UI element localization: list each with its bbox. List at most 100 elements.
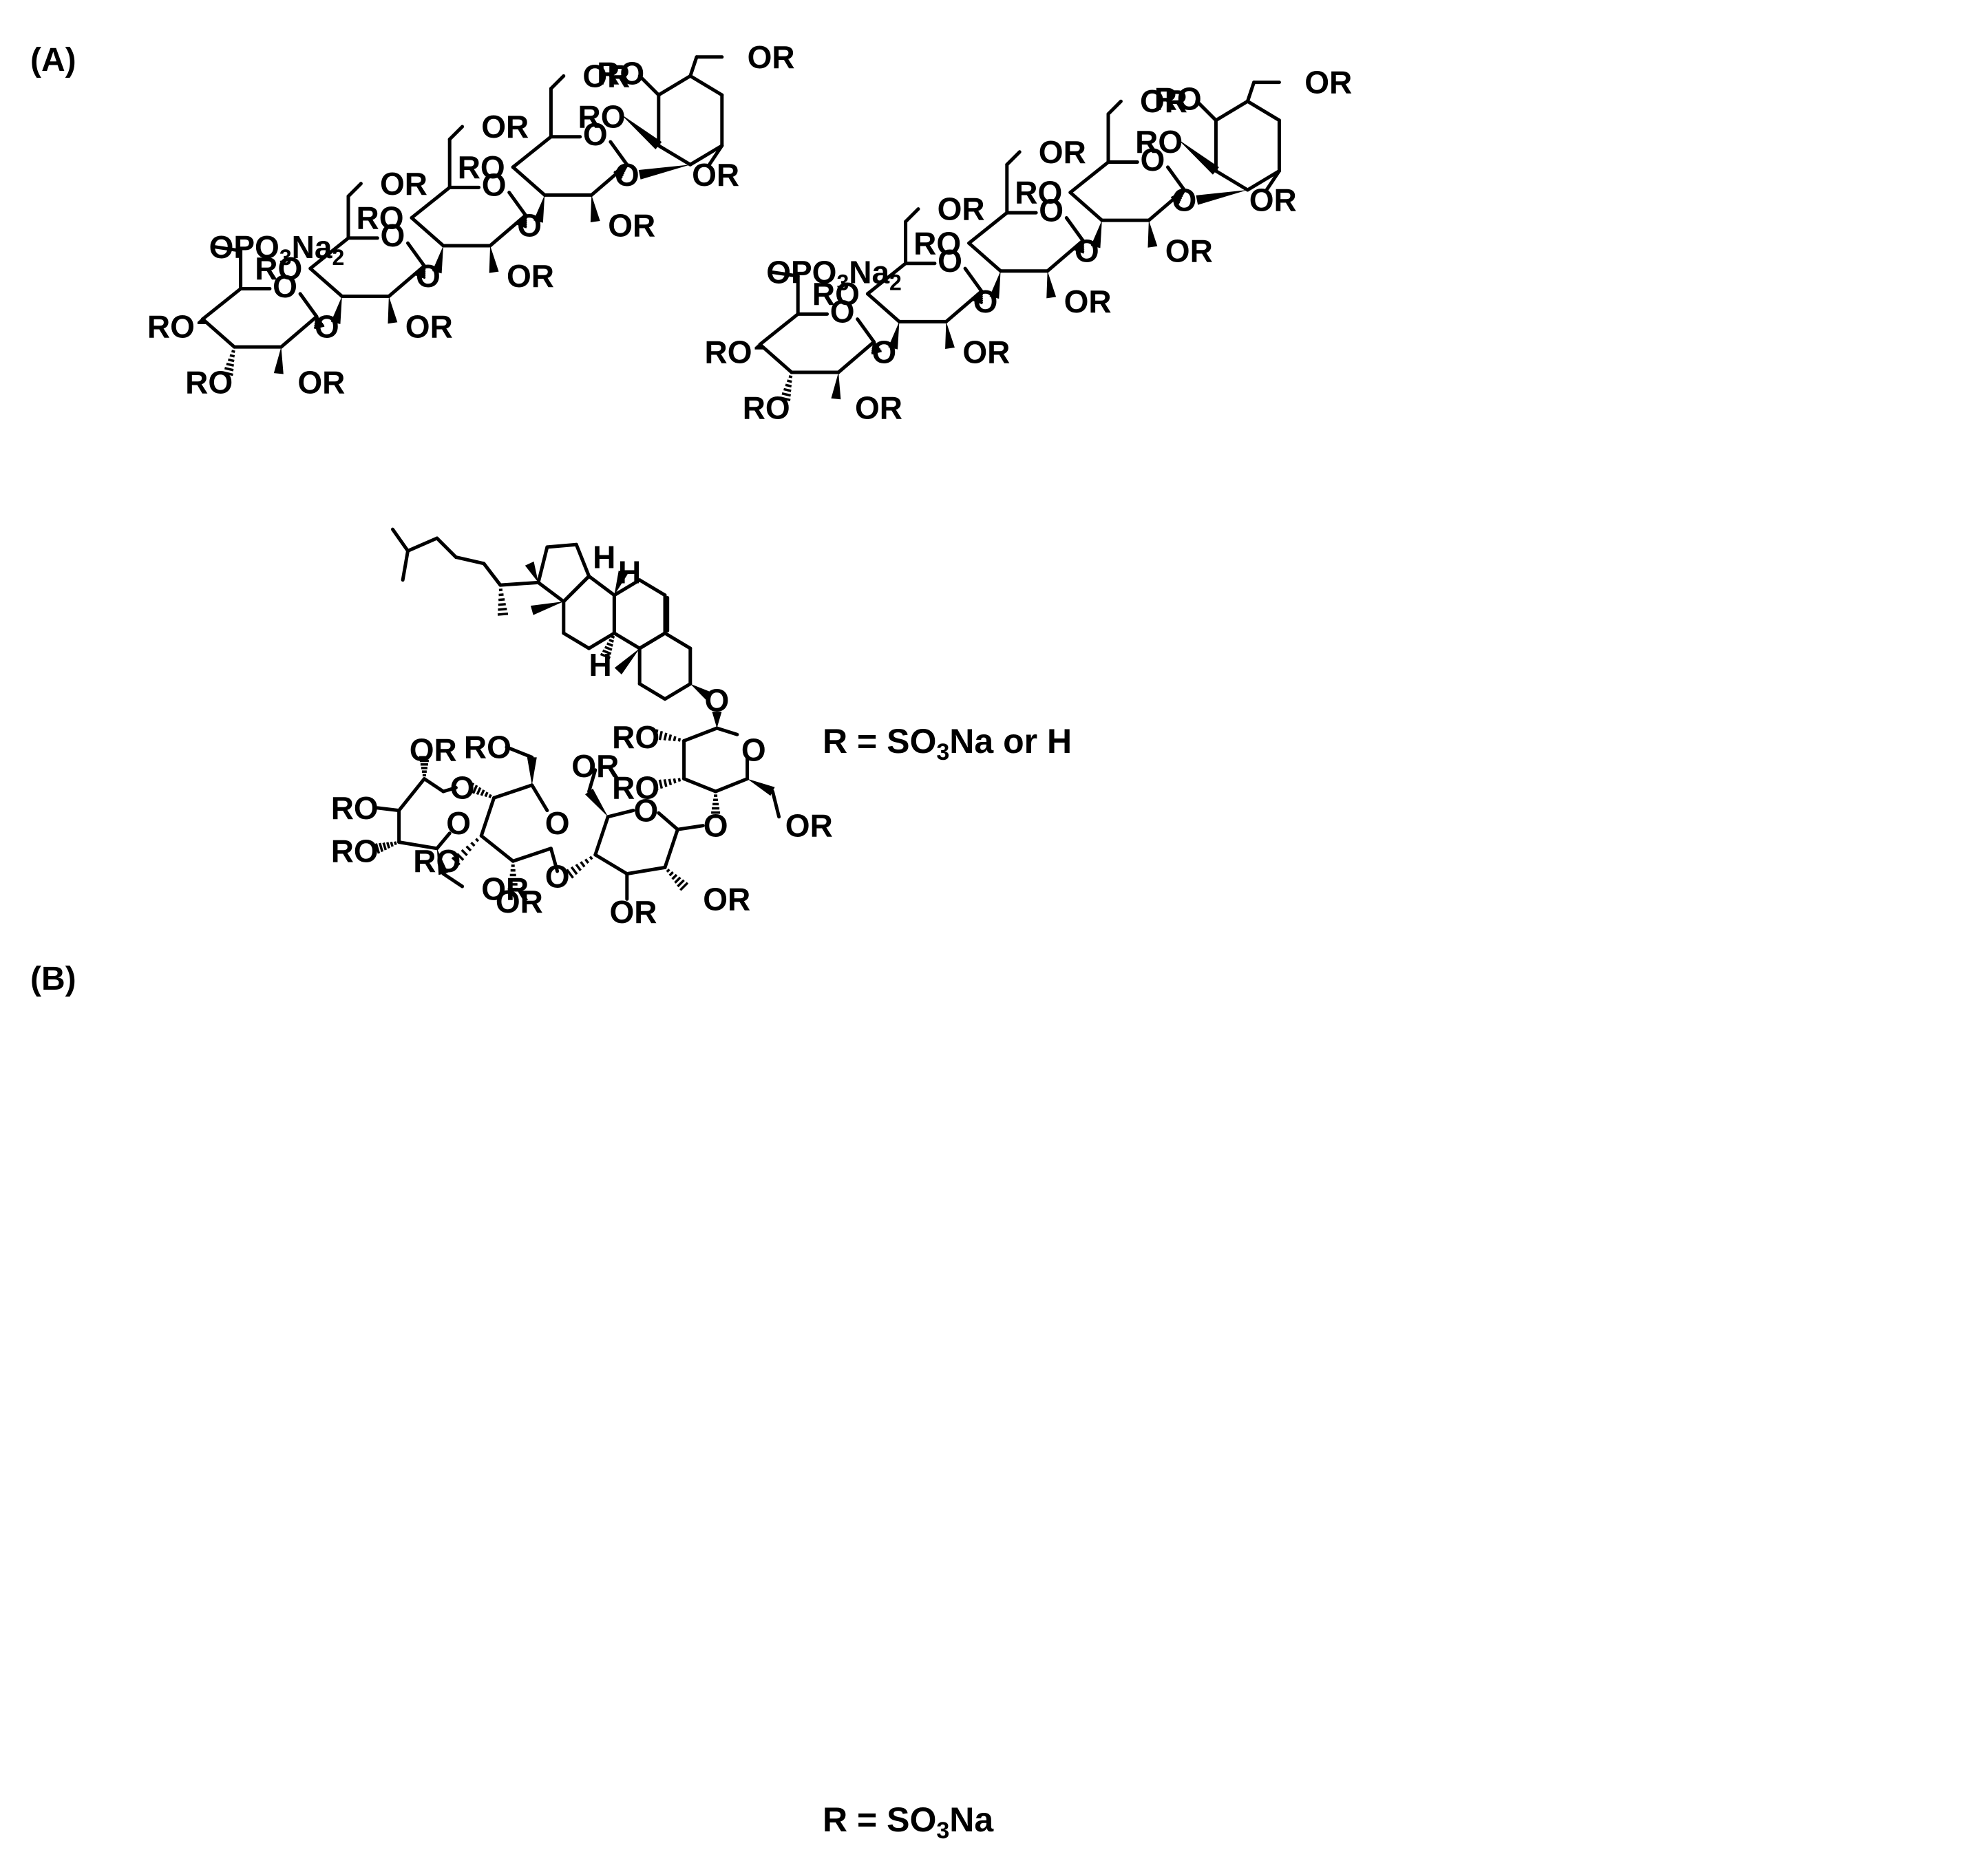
- hash-bond: [498, 608, 507, 611]
- bond: [1265, 169, 1281, 192]
- hash-bond: [788, 375, 793, 379]
- hash-bond: [975, 295, 984, 301]
- bond: [612, 631, 642, 650]
- bond: [587, 631, 616, 650]
- hash-bond: [617, 168, 625, 175]
- bond: [663, 827, 679, 869]
- bond: [1106, 99, 1123, 116]
- hash-bond: [668, 734, 673, 741]
- atom-label: O: [1172, 182, 1197, 218]
- bond: [511, 135, 553, 169]
- atom-label: OR: [692, 157, 739, 193]
- r-def-a-prefix: R = SO: [823, 722, 937, 760]
- atom-label: RO: [464, 730, 511, 765]
- hash-bond: [1174, 193, 1183, 200]
- hash-bond: [666, 868, 670, 873]
- bond: [375, 806, 401, 813]
- atom-label: OR: [1165, 233, 1213, 268]
- atom-label: OR: [962, 334, 1010, 370]
- bond: [410, 215, 445, 248]
- r-def-b-prefix: R = SO: [823, 1800, 937, 1839]
- bond: [758, 342, 794, 374]
- bond: [447, 125, 465, 141]
- bond: [637, 578, 667, 597]
- hash-bond: [419, 268, 426, 273]
- hash-bond: [668, 778, 673, 785]
- hash-bond: [668, 871, 674, 877]
- bond: [688, 144, 724, 167]
- hash-bond: [611, 635, 615, 639]
- bond: [390, 527, 410, 553]
- hash-bond: [589, 855, 593, 860]
- hash-bond: [1080, 240, 1085, 244]
- hash-bond: [679, 882, 689, 891]
- bond: [682, 726, 719, 743]
- hash-bond: [382, 842, 387, 851]
- hash-bond: [314, 321, 323, 326]
- bond: [1195, 99, 1218, 123]
- hash-bond: [315, 319, 321, 324]
- bond: [397, 840, 439, 851]
- atom-label: O: [705, 683, 730, 719]
- hash-bond: [783, 387, 792, 392]
- hash-bond: [498, 603, 506, 606]
- bond: [308, 236, 350, 270]
- hash-bond: [677, 879, 685, 888]
- atom-label: RO: [413, 843, 461, 879]
- bond: [637, 74, 661, 97]
- hash-bond: [488, 794, 492, 798]
- bond: [401, 549, 410, 582]
- hash-bond: [1178, 191, 1184, 196]
- atom-label: O: [381, 217, 405, 253]
- wedge-bond: [1178, 139, 1219, 175]
- atom-label: O: [545, 858, 570, 894]
- r-def-b-subscript: 3: [936, 1818, 950, 1844]
- atom-label: RO: [1015, 175, 1062, 211]
- atom-label: RO: [185, 365, 233, 401]
- hash-bond: [584, 858, 590, 864]
- hash-bond: [472, 785, 478, 794]
- hash-bond: [871, 350, 882, 355]
- hash-bond: [416, 271, 426, 277]
- panel-label-b: (B): [30, 961, 76, 997]
- hash-bond: [613, 170, 623, 180]
- bond: [1214, 169, 1249, 192]
- wedge-bond: [530, 602, 564, 615]
- atom-label: H: [618, 555, 641, 591]
- hash-bond: [973, 297, 984, 303]
- hash-bond: [521, 216, 527, 221]
- atom-label: OR: [785, 808, 833, 844]
- bond: [770, 270, 800, 278]
- hash-bond: [658, 731, 664, 741]
- hash-bond: [516, 222, 527, 228]
- bond: [637, 682, 667, 701]
- wedge-bond: [527, 757, 537, 785]
- atom-label: OR: [1304, 65, 1352, 100]
- bond: [346, 182, 363, 198]
- hash-bond: [609, 639, 615, 643]
- hash-bond: [465, 845, 472, 852]
- wedge-bond: [273, 347, 284, 374]
- hash-bond: [653, 780, 659, 791]
- atom-label: O: [1039, 192, 1064, 228]
- atom-label: RO: [1154, 81, 1202, 117]
- bond: [657, 74, 692, 97]
- hash-bond: [1172, 194, 1181, 202]
- wedge-bond: [330, 296, 342, 324]
- r-group-definition-a: R = SO3Na or H: [823, 721, 1072, 766]
- hash-bond: [872, 343, 878, 348]
- bond: [298, 292, 319, 319]
- hash-bond: [394, 841, 397, 846]
- atom-label: OR: [703, 881, 750, 917]
- atom-label: RO: [147, 309, 195, 345]
- hash-bond: [785, 383, 792, 388]
- bond: [441, 785, 458, 794]
- wedge-bond: [831, 372, 841, 400]
- bond: [904, 207, 920, 224]
- bond: [562, 631, 591, 650]
- r-def-a-subscript: 3: [936, 739, 950, 765]
- bond: [200, 317, 236, 349]
- bond: [482, 562, 503, 587]
- bond: [1064, 215, 1085, 243]
